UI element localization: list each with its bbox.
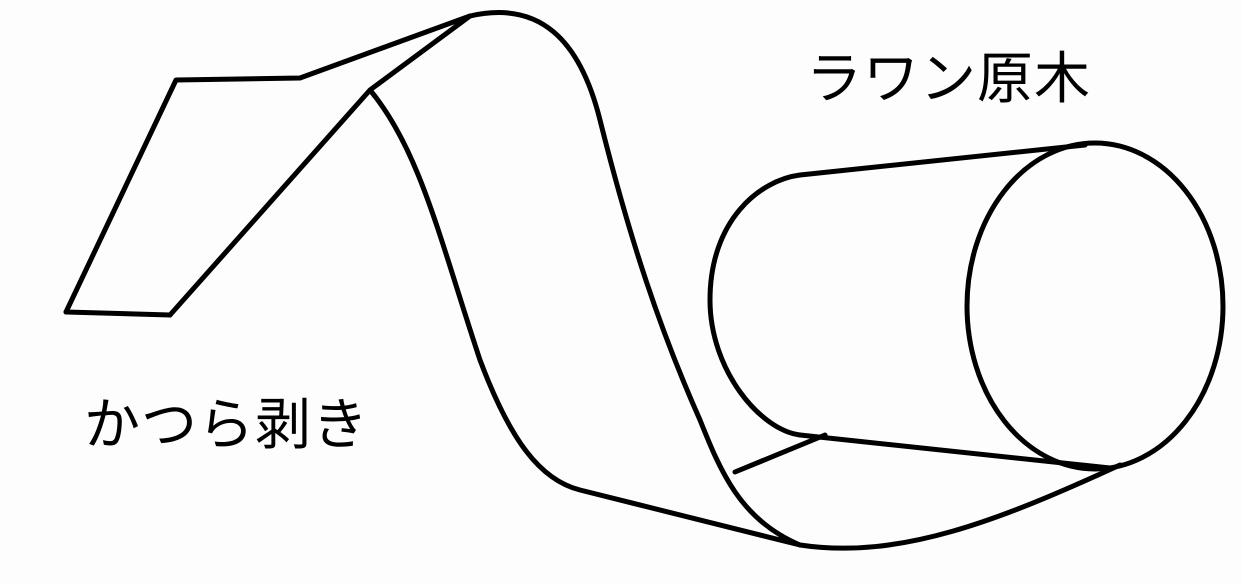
veneer-sheet-free-end <box>63 309 173 318</box>
veneer-sheet-contact-line <box>732 432 828 475</box>
log-cylinder-front-face <box>964 140 1226 472</box>
veneer-sheet-inner-edge <box>167 13 803 548</box>
log-cylinder-back-end <box>707 172 803 438</box>
veneer-sheet-outer-edge <box>63 10 1123 551</box>
log-label: ラワン原木 <box>806 47 1091 112</box>
log-cylinder-top-edge <box>797 142 1088 178</box>
peel-label: かつら剥き <box>84 393 369 458</box>
